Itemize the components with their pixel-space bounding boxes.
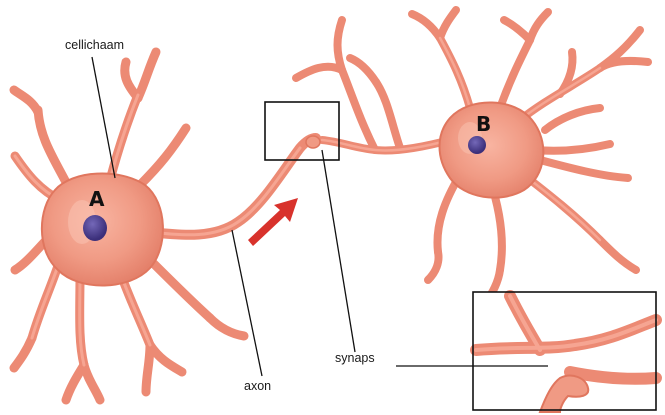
synapse-terminal xyxy=(306,136,320,148)
cell-body-b: B xyxy=(440,102,544,197)
nucleus-b xyxy=(468,136,486,154)
cell-body-a: A xyxy=(42,174,163,286)
axon-fiber xyxy=(150,138,316,235)
nucleus-a xyxy=(83,215,107,241)
cell-body-label: cellichaam xyxy=(65,38,124,52)
axon-label: axon xyxy=(244,379,271,393)
neuron-a-label: A xyxy=(89,187,105,211)
synapse-label: synaps xyxy=(335,351,375,365)
neuron-b-label: B xyxy=(476,112,491,136)
synapse-zoom-inset xyxy=(473,292,656,412)
axon-leader-line xyxy=(232,230,262,376)
cell-body-leader-line xyxy=(92,57,115,178)
synapse-leader-line xyxy=(322,150,355,352)
